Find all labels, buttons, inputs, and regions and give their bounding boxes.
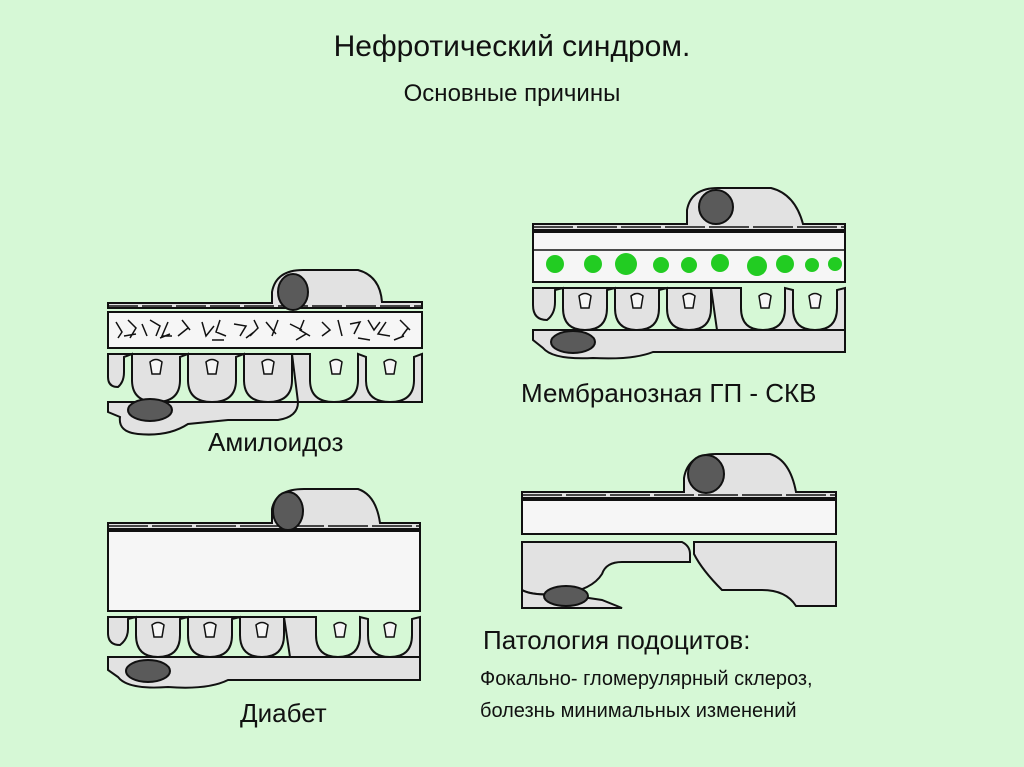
effaced-podocyte — [522, 542, 836, 608]
endothelial-nucleus — [688, 455, 724, 493]
basement-membrane — [522, 500, 836, 534]
slide-title: Нефротический синдром. — [0, 30, 1024, 64]
endothelial-cell — [108, 270, 422, 310]
podocyte-pathology-line2: болезнь минимальных изменений — [480, 700, 797, 723]
podocyte — [108, 617, 420, 688]
podocyte-nucleus — [544, 586, 588, 606]
membranous-label: Мембранозная ГП - СКВ — [521, 378, 817, 409]
endothelial-nucleus — [699, 190, 733, 224]
podocyte-nucleus — [128, 399, 172, 421]
endothelial-cell — [108, 489, 420, 530]
endothelial-cell — [522, 454, 836, 498]
slide-subtitle: Основные причины — [0, 80, 1024, 108]
podocyte-pathology-label: Патология подоцитов: — [483, 625, 750, 656]
podocyte-pathology-line1: Фокально- гломерулярный склероз, — [480, 668, 813, 691]
diabetes-label: Диабет — [240, 698, 327, 729]
podocyte — [533, 288, 845, 358]
amyloidosis-label: Амилоидоз — [208, 427, 343, 458]
podocyte — [108, 354, 422, 435]
podocyte-nucleus — [551, 331, 595, 353]
membranous-diagram — [533, 180, 845, 360]
basement-membrane-amyloid — [108, 312, 422, 348]
endothelial-nucleus — [273, 492, 303, 530]
podocyte-pathology-diagram — [522, 450, 838, 610]
endothelial-nucleus — [278, 274, 308, 310]
amyloidosis-diagram — [108, 262, 422, 437]
endothelial-cell — [533, 188, 845, 230]
thickened-basement-membrane — [108, 531, 420, 611]
diabetes-diagram — [108, 485, 420, 690]
podocyte-nucleus — [126, 660, 170, 682]
